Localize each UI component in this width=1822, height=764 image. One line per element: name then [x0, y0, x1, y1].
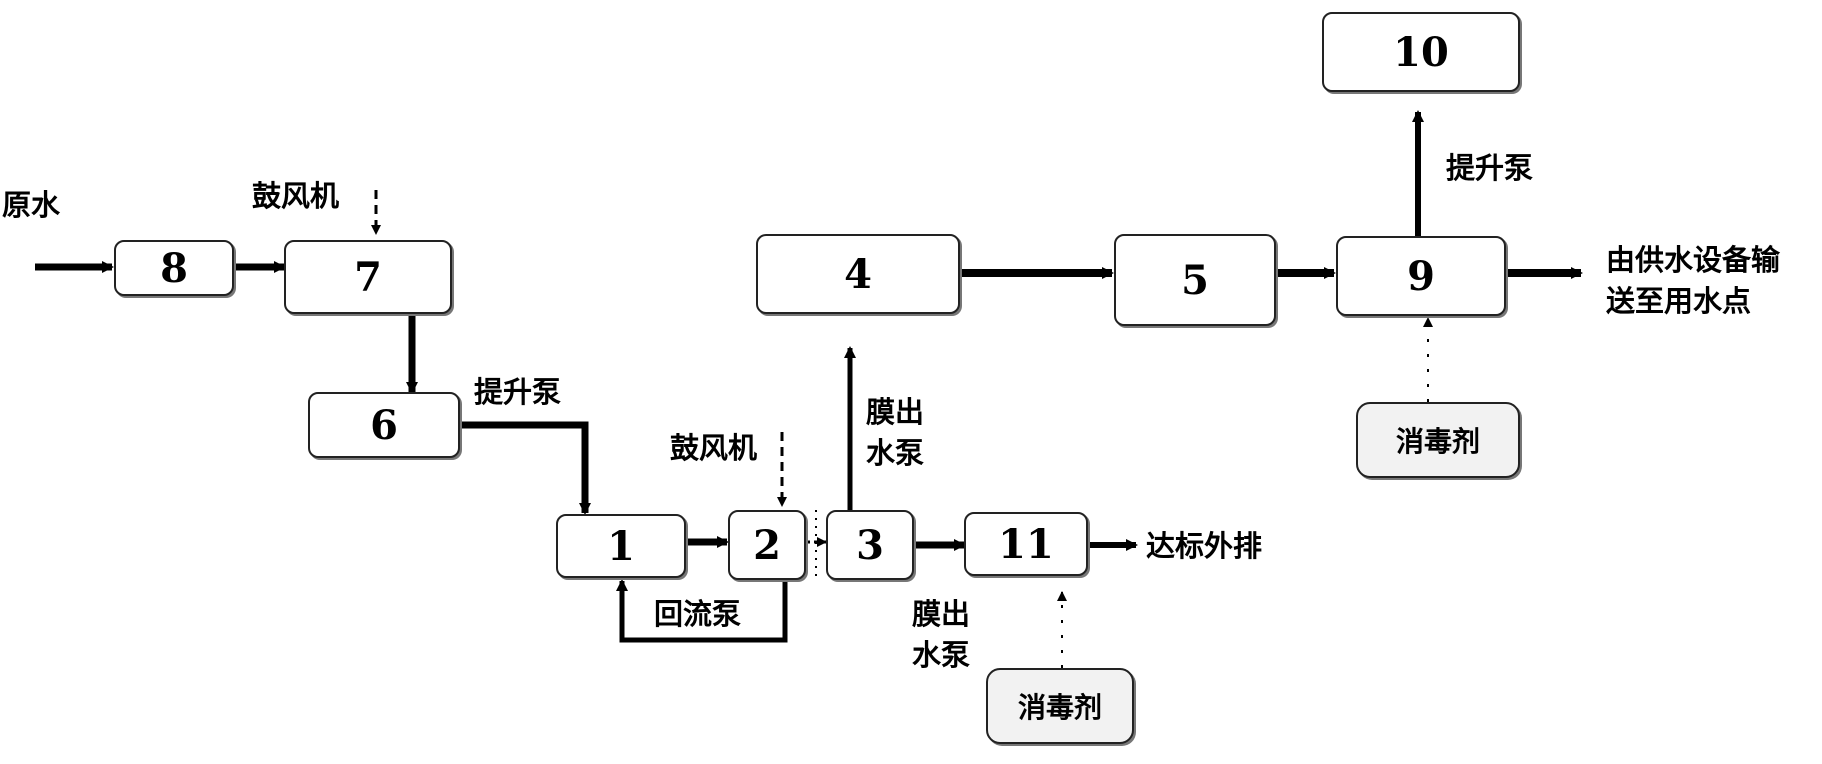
- membrane-pump-label-3-4: 膜出 水泵: [866, 395, 925, 470]
- unit-8: 8: [114, 240, 234, 296]
- unit-9: 9: [1336, 236, 1506, 316]
- reflux-pump-label: 回流泵: [654, 597, 742, 631]
- unit-5: 5: [1114, 234, 1276, 326]
- unit-10: 10: [1322, 12, 1520, 92]
- lift-pump-label-6: 提升泵: [474, 375, 562, 409]
- unit-4: 4: [756, 234, 960, 314]
- unit-3: 3: [826, 510, 914, 580]
- arrow-reflux-2-to-1: [616, 579, 788, 643]
- unit-6: 6: [308, 392, 460, 458]
- arrow-6-to-1: [460, 421, 591, 515]
- disinfectant-box-9: 消毒剂: [1356, 402, 1520, 478]
- unit-11: 11: [964, 512, 1088, 576]
- membrane-pump-label-3-11: 膜出 水泵: [912, 597, 971, 672]
- blower-label-7: 鼓风机: [252, 179, 340, 213]
- raw-water-label: 原水: [2, 188, 61, 222]
- blower-label-2: 鼓风机: [670, 431, 758, 465]
- unit-2: 2: [728, 510, 806, 580]
- discharge-label: 达标外排: [1146, 529, 1263, 563]
- unit-7: 7: [284, 240, 452, 314]
- unit-1: 1: [556, 514, 686, 578]
- disinfectant-box-11: 消毒剂: [986, 668, 1134, 744]
- lift-pump-label-9-10: 提升泵: [1446, 151, 1534, 185]
- supply-output-label: 由供水设备输 送至用水点: [1606, 243, 1781, 318]
